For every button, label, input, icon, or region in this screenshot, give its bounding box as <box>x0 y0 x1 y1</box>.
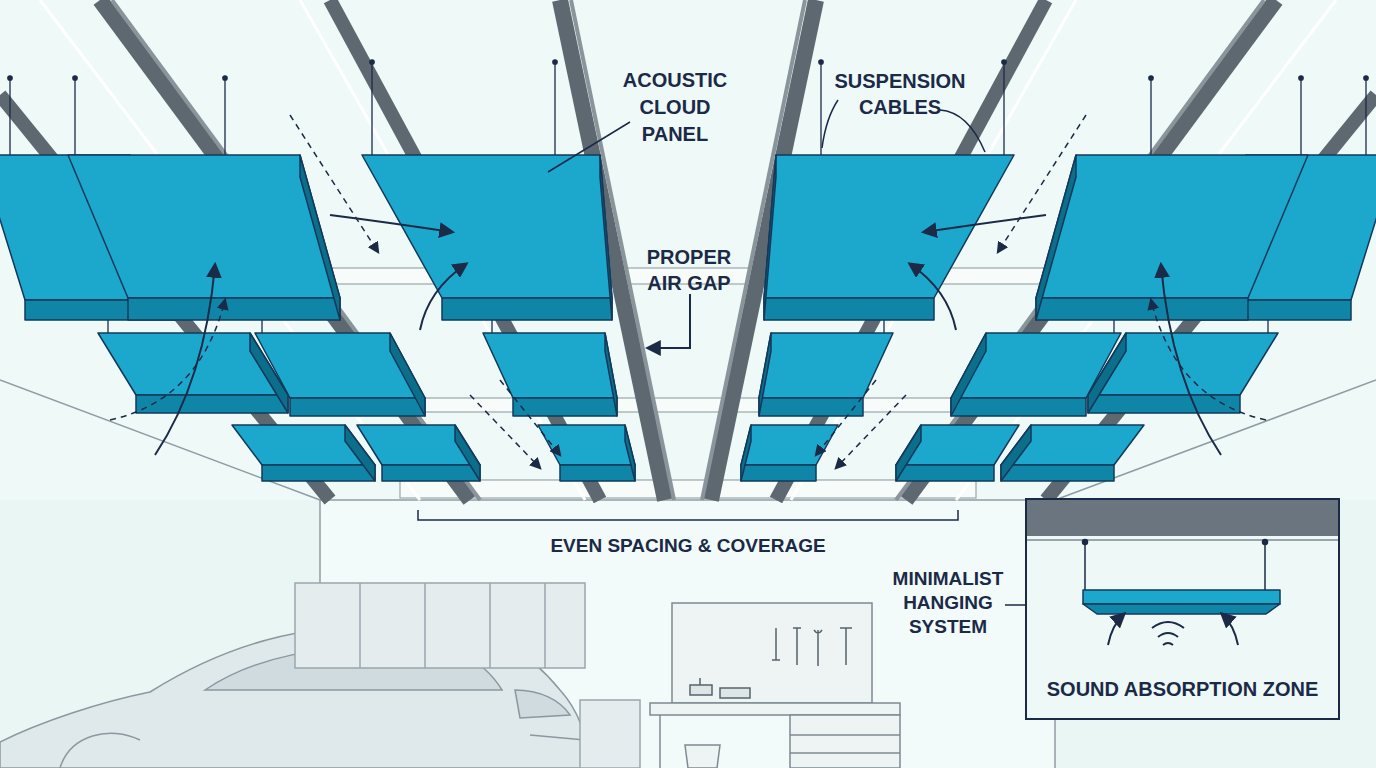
acoustic-panel <box>262 465 375 481</box>
inset-detail <box>1108 614 1124 645</box>
acoustic-panel <box>68 155 340 298</box>
storage-cabinet <box>359 583 361 668</box>
acoustic-panel <box>442 298 612 320</box>
storage-cabinet <box>295 583 585 668</box>
workbench <box>672 603 872 703</box>
acoustic-panel <box>390 333 425 416</box>
inset-detail <box>1263 540 1268 545</box>
acoustic-panel <box>136 395 288 413</box>
leader-line <box>548 122 630 172</box>
acoustic-panel <box>290 398 425 416</box>
workbench <box>772 628 852 666</box>
ceiling-half <box>0 0 674 500</box>
leader-line <box>940 110 985 152</box>
suspension-cable <box>370 60 374 64</box>
workbench <box>790 715 900 768</box>
inset-detail <box>1025 498 1340 720</box>
inset-detail <box>1083 604 1280 614</box>
inset-detail <box>1027 500 1338 536</box>
acoustic-panel <box>600 155 612 320</box>
workbench <box>650 603 900 768</box>
callout-label: MINIMALIST HANGING SYSTEM <box>878 567 1018 639</box>
inset-detail <box>1025 498 1340 720</box>
air-gap-arrow <box>648 294 690 348</box>
inset-detail <box>1084 542 1086 590</box>
inset-detail <box>1264 542 1266 590</box>
car-outline <box>515 690 570 718</box>
car-outline <box>530 735 585 740</box>
acoustic-panel <box>605 333 617 416</box>
workbench <box>685 745 720 768</box>
acoustic-panel <box>455 425 480 481</box>
suspension-cable <box>371 62 372 155</box>
acoustic-panel <box>300 155 340 320</box>
workbench <box>650 703 900 715</box>
gap-label: PROPER AIR GAP <box>633 244 745 296</box>
storage-cabinet <box>544 583 546 668</box>
acoustic-panel <box>538 425 635 465</box>
workbench <box>659 715 661 768</box>
suspension-cable <box>73 76 77 80</box>
storage-cabinet <box>424 583 426 668</box>
car-outline <box>60 733 140 768</box>
inset-detail <box>1027 539 1338 541</box>
wall-edges <box>320 499 1055 501</box>
cross-beam <box>400 480 976 498</box>
wall-edges <box>0 380 1376 768</box>
inset-detail <box>1083 590 1280 604</box>
inset-detail <box>1222 614 1238 645</box>
airflow-arrow <box>290 115 378 252</box>
leader-line <box>548 100 1082 605</box>
inset-detail <box>1108 614 1238 645</box>
acoustic-panel <box>128 298 340 320</box>
suspension-cable <box>8 76 12 80</box>
suspension-cable <box>553 60 557 64</box>
inset-detail <box>1083 540 1088 545</box>
inset-detail <box>1152 622 1184 628</box>
workbench <box>690 678 750 698</box>
airflow-arrow <box>155 265 215 455</box>
acoustic-panel <box>382 465 480 481</box>
suspension-cable <box>223 76 227 80</box>
part-label: SUSPENSION CABLES <box>822 68 978 120</box>
leader-line <box>822 100 838 148</box>
workbench <box>790 734 900 736</box>
inset-detail <box>1158 633 1178 637</box>
acoustic-panel <box>0 155 635 481</box>
ceiling-half-mirror <box>702 0 1376 500</box>
inset-detail <box>1083 540 1268 591</box>
part-label: ACOUSTIC CLOUD PANEL <box>617 67 733 148</box>
acoustic-panel <box>513 398 617 416</box>
airflow-arrow <box>470 395 540 468</box>
suspension-cable <box>224 78 225 155</box>
storage-cabinet <box>489 583 491 668</box>
workbench <box>790 752 900 754</box>
acoustic-panel <box>625 425 635 481</box>
airflow-arrow <box>110 300 225 420</box>
inset-detail <box>1163 643 1173 645</box>
suspension-cable <box>9 78 10 155</box>
storage-cabinet <box>295 583 640 768</box>
suspension-cable <box>74 78 75 155</box>
airflow-arrow <box>420 264 466 330</box>
suspension-cable <box>554 62 555 155</box>
acoustic-panel <box>483 333 617 398</box>
spacing-bracket <box>418 510 958 520</box>
spacing-label: EVEN SPACING & COVERAGE <box>438 534 938 558</box>
airflow-arrow <box>330 215 452 232</box>
acoustic-panel <box>362 155 612 298</box>
inset-box: SOUND ABSORPTION ZONE <box>1025 498 1340 720</box>
airflow-arrow <box>110 115 560 468</box>
storage-cabinet <box>580 700 640 768</box>
airflow-arrow <box>500 380 560 455</box>
acoustic-panel <box>560 465 635 481</box>
zone-label: SOUND ABSORPTION ZONE <box>1027 676 1338 702</box>
